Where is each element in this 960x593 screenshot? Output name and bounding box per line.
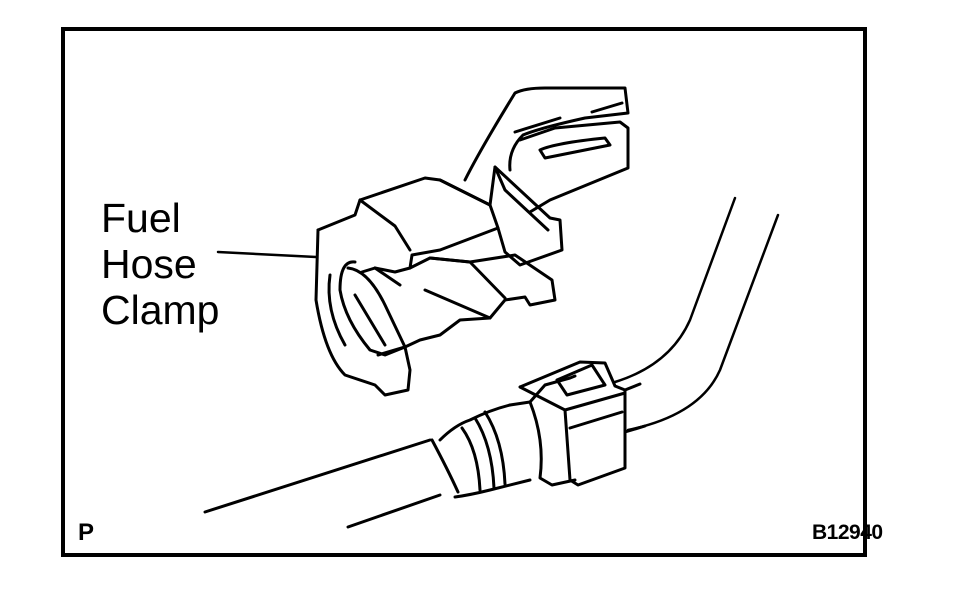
fuel-pipe — [613, 196, 780, 432]
corner-mark: P — [78, 519, 95, 546]
fuel-hose-clamp — [314, 86, 630, 397]
figure-frame — [61, 27, 867, 557]
fuel-hose-clamp-label: Fuel Hose Clamp — [101, 195, 219, 333]
fuel-hose — [203, 438, 460, 529]
callout-line-1: Fuel — [101, 195, 181, 241]
callout-line-3: Clamp — [101, 287, 220, 333]
callout-line-2: Hose — [101, 241, 197, 287]
figure-id: B12940 — [812, 521, 883, 544]
callout-leader-line — [216, 250, 318, 259]
quick-connector — [438, 360, 647, 499]
